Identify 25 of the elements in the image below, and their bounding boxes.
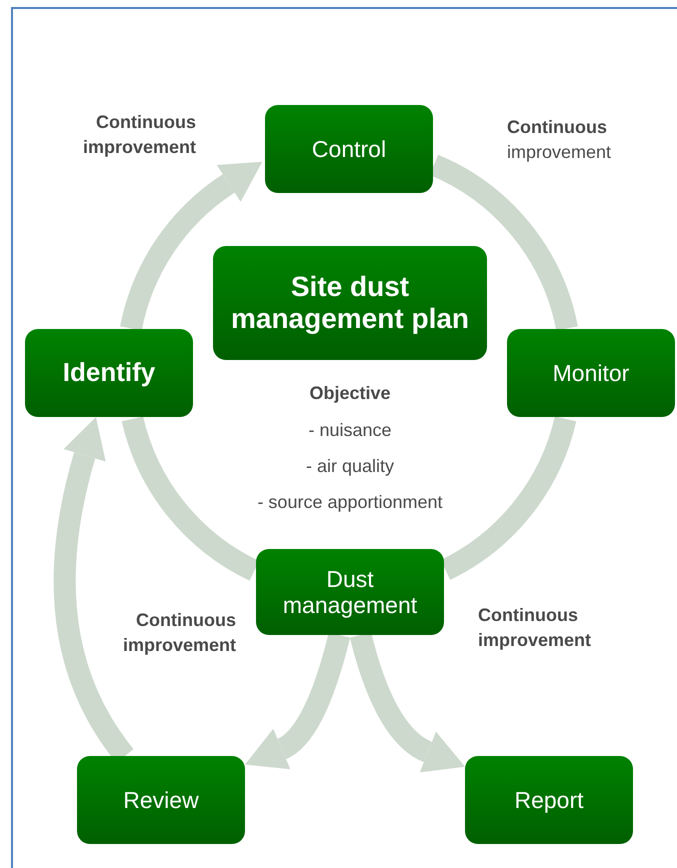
process-box: [213, 246, 487, 360]
cycle-note: Continuous improvement: [82, 111, 196, 160]
box-label: Monitor: [552, 360, 630, 386]
box-label: Review: [122, 786, 200, 814]
process-box: [465, 756, 633, 844]
arrow: [350, 632, 464, 772]
cycle-note: Continuous improvement: [507, 116, 612, 164]
objective-item: - air quality: [304, 456, 396, 478]
cycle-note: Continuous improvement: [478, 604, 592, 652]
objective-item: - nuisance: [307, 420, 393, 442]
box-label: Control: [310, 136, 388, 162]
process-box: [25, 329, 193, 417]
arrow: [120, 160, 261, 332]
process-box: [265, 105, 433, 193]
arrow: [246, 632, 350, 768]
objective-heading: Objective: [308, 383, 392, 405]
process-box: [256, 549, 444, 635]
process-box: [77, 756, 245, 844]
cycle-note: Continuous improvement: [122, 609, 236, 658]
objective-item: - source apportionment: [256, 492, 444, 514]
box-label: Site dust management plan: [230, 270, 470, 336]
process-box: [507, 329, 675, 417]
box-label: Report: [513, 786, 585, 814]
box-label: Dust management: [282, 566, 418, 618]
box-label: Identify: [62, 358, 156, 388]
